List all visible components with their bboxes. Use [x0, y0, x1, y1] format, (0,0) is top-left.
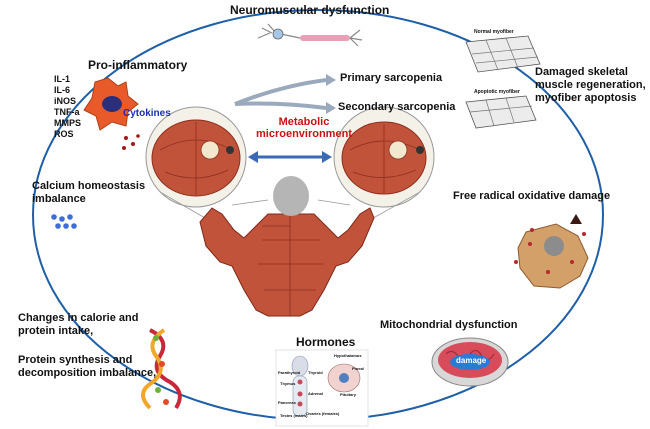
oxidative-damaged-cell — [514, 214, 589, 289]
damaged-muscle-label: Damaged skeletal muscle regeneration, my… — [535, 66, 646, 105]
primary-arrow — [234, 78, 327, 106]
calcium-dots-icon — [51, 214, 77, 229]
mediator-item: IL-6 — [54, 85, 71, 95]
mediator-item: MMPS — [54, 118, 81, 128]
metabolic-line-1: Metabolic — [278, 116, 330, 128]
secondary-sarcopenia-label: Secondary sarcopenia — [338, 101, 456, 113]
normal-myofiber-label: Normal myofiber — [474, 29, 514, 35]
hormone-thymus-label: Thymus — [280, 381, 296, 386]
hormone-pituitary-label: Pituitary — [340, 392, 357, 397]
mediator-item: TNF-a — [54, 107, 80, 117]
hormone-testes-label: Testes (males) — [280, 413, 308, 418]
metabolic-microenvironment-label: Metabolic microenvironment — [256, 116, 352, 140]
neuron-icon — [257, 23, 363, 47]
hormone-ovaries-label: Ovaries (females) — [306, 411, 340, 416]
neuromuscular-label: Neuromuscular dysfunction — [230, 3, 390, 17]
damaged-line-2: muscle regeneration, — [535, 79, 646, 91]
hormone-parathyroid-label: Parathyroid — [278, 370, 301, 375]
muscular-body — [199, 176, 375, 317]
hormones-panel — [275, 349, 369, 427]
mitochondrial-label: Mitochondrial dysfunction — [380, 319, 518, 331]
comparison-double-arrow — [248, 151, 332, 163]
calcium-label: Calcium homeostasis imbalance — [32, 180, 145, 206]
mediator-item: iNOS — [54, 96, 77, 106]
calorie-line-2: protein intake, — [18, 325, 94, 337]
inflammatory-cell-icon — [83, 77, 140, 150]
mitochondrion-icon — [431, 337, 509, 387]
hormone-adrenal-label: Adrenal — [308, 391, 323, 396]
pro-inflammatory-label: Pro-inflammatory — [88, 58, 188, 72]
hormones-label: Hormones — [296, 335, 356, 349]
muscle-cross-section-right — [333, 106, 435, 208]
calcium-line-1: Calcium homeostasis — [32, 180, 146, 192]
protein-line-2: decomposition imbalance, — [18, 367, 157, 379]
dna-food-helix — [141, 328, 182, 410]
hormone-hypothalamus-label: Hypothalamus — [334, 353, 362, 358]
damage-label: damage — [456, 356, 487, 365]
protein-line-1: Protein synthesis and — [18, 354, 133, 366]
calcium-line-2: imbalance — [32, 193, 86, 205]
apoptotic-myofiber-diagram — [465, 95, 537, 129]
calorie-intake-label: Changes in calorie and protein intake, — [18, 312, 138, 338]
mediator-item: IL-1 — [54, 74, 71, 84]
mediator-list: IL-1 IL-6 iNOS TNF-a MMPS ROS — [54, 74, 81, 140]
cytokines-label: Cytokines — [123, 108, 171, 119]
damaged-line-3: myofiber apoptosis — [535, 92, 637, 104]
hormone-thyroid-label: Thyroid — [308, 370, 323, 375]
free-radical-label: Free radical oxidative damage — [453, 190, 611, 202]
damaged-line-1: Damaged skeletal — [535, 66, 628, 78]
apoptotic-myofiber-label: Apoptotic myofiber — [474, 89, 520, 95]
muscle-cross-section-left — [145, 106, 247, 208]
hormone-pineal-label: Pineal — [352, 366, 364, 371]
normal-myofiber-diagram — [465, 35, 541, 73]
hormone-pancreas-label: Pancreas — [278, 400, 296, 405]
protein-synthesis-label: Protein synthesis and decomposition imba… — [18, 354, 156, 380]
calorie-line-1: Changes in calorie and — [18, 312, 139, 324]
primary-sarcopenia-label: Primary sarcopenia — [340, 72, 443, 84]
secondary-arrow — [234, 101, 327, 110]
metabolic-line-2: microenvironment — [256, 128, 352, 140]
mediator-item: ROS — [54, 129, 74, 139]
